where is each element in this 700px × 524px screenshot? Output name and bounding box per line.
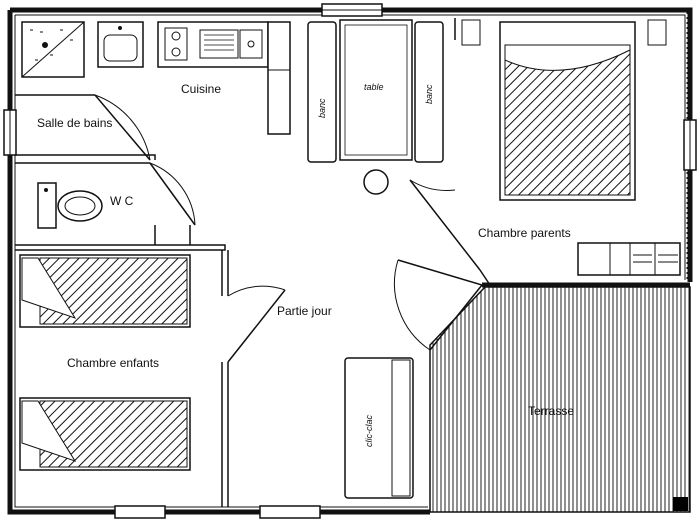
banc-left-label: banc bbox=[317, 98, 327, 118]
room-label-cuisine: Cuisine bbox=[181, 82, 221, 96]
table-label: table bbox=[364, 82, 384, 92]
room-label-salle-de-bains: Salle de bains bbox=[37, 116, 112, 130]
wardrobe bbox=[577, 242, 681, 276]
sink bbox=[97, 21, 144, 68]
sofa-bed bbox=[344, 357, 414, 499]
corner-block bbox=[673, 497, 688, 511]
room-label-wc: W C bbox=[110, 194, 134, 208]
room-label-chambre-parents: Chambre parents bbox=[478, 226, 571, 240]
dining-set bbox=[307, 19, 444, 195]
kitchen-counter bbox=[157, 21, 291, 135]
room-label-chambre-enfants: Chambre enfants bbox=[67, 356, 159, 370]
toilet bbox=[37, 182, 103, 229]
room-label-partie-jour: Partie jour bbox=[277, 304, 332, 318]
single-bed-top bbox=[19, 254, 191, 328]
terrace-deck bbox=[429, 286, 691, 513]
windows bbox=[3, 3, 697, 519]
room-label-terrasse: Terrasse bbox=[528, 404, 574, 418]
banc-right-label: banc bbox=[424, 84, 434, 104]
interior-walls bbox=[15, 18, 491, 507]
double-bed bbox=[461, 19, 667, 201]
clic-clac-label: clic-clac bbox=[364, 414, 374, 447]
doors bbox=[94, 94, 484, 363]
single-bed-bottom bbox=[19, 397, 191, 471]
shower bbox=[21, 21, 85, 78]
